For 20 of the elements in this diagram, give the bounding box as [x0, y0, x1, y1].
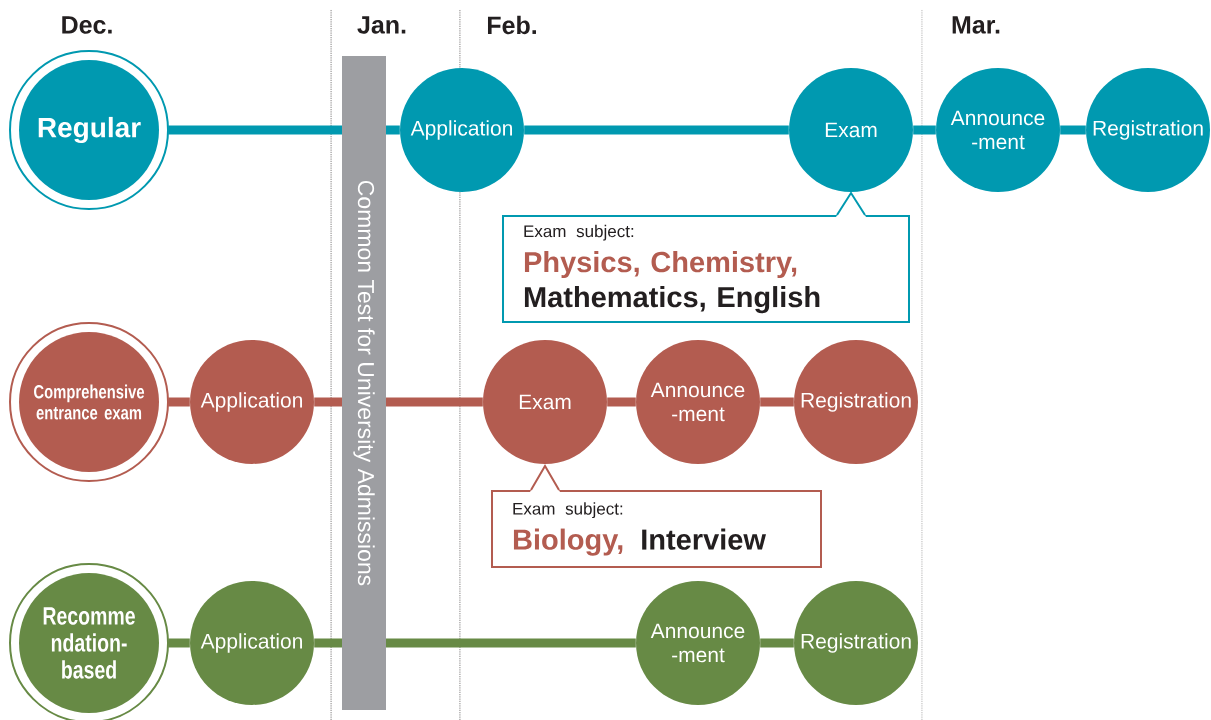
callout-box: Exam subject: Biology, Interview: [491, 464, 822, 568]
month-label: Mar.: [952, 16, 1000, 34]
connector-line: [607, 397, 636, 407]
callout-box: Exam subject: Physics, Chemistry, Mathematics, English: [502, 191, 910, 323]
connector-line: [314, 638, 342, 648]
month-label: Jan.: [357, 16, 406, 34]
connector-line: [314, 397, 342, 407]
connector-line: [168, 397, 190, 407]
connector-line: [386, 397, 483, 407]
connector-line: [913, 125, 936, 135]
connector-line: [1060, 125, 1086, 135]
connector-line: [524, 125, 789, 135]
connector-line: [168, 638, 190, 648]
connector-line: [760, 397, 794, 407]
connector-line: [386, 638, 636, 648]
connector-line: [168, 125, 342, 135]
connector-line: [386, 125, 400, 135]
connector-line: [760, 638, 794, 648]
month-label: Feb.: [488, 15, 536, 35]
test-period-bar: Common Test for University Admissions: [342, 56, 386, 710]
